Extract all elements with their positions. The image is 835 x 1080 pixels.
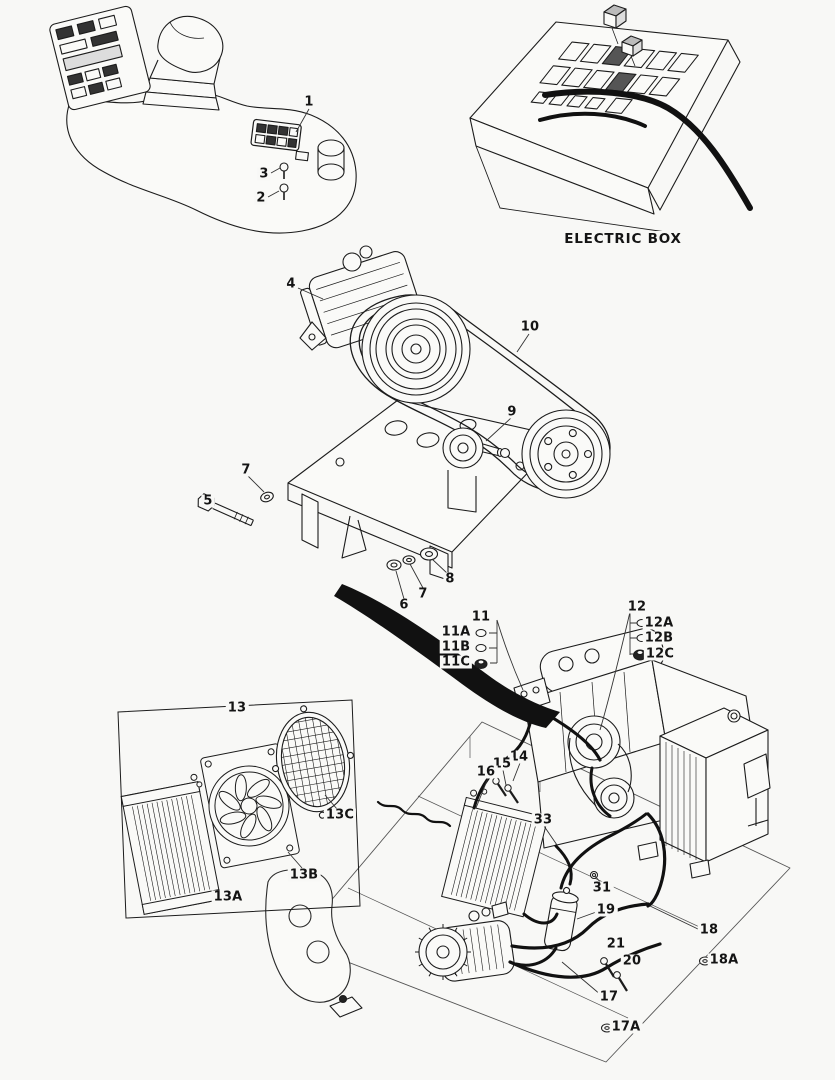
- idler-pulley-9: [442, 427, 511, 469]
- control-console: [49, 5, 357, 234]
- fan-shroud-13b: [200, 743, 300, 869]
- nut-6: [386, 559, 402, 571]
- clamp-part: [329, 994, 363, 1018]
- o-ring-17a-icon: [601, 1023, 613, 1033]
- grille-13c: [272, 705, 354, 819]
- compressor-bottom: [415, 901, 515, 982]
- grommet-11c-icon: [474, 659, 488, 669]
- fan-blades: [218, 774, 282, 839]
- engine-crank-pulley: [593, 777, 635, 819]
- clutch-gear: [415, 924, 471, 980]
- bolt-21-icon: [600, 957, 615, 978]
- relay-grid: [530, 41, 699, 114]
- o-ring-12a-icon: [636, 619, 648, 627]
- o-ring-12b-icon: [636, 634, 648, 642]
- bolt-20-icon: [613, 971, 628, 992]
- engine-assembly: [513, 627, 771, 879]
- electric-box-label: ELECTRIC BOX: [562, 231, 684, 247]
- connector-icon: [621, 35, 643, 67]
- screw-3: [279, 162, 289, 179]
- receiver-drier-19: [544, 886, 579, 952]
- washer-8: [419, 547, 439, 561]
- joystick: [142, 16, 224, 111]
- mount-bracket: [287, 399, 563, 581]
- o-ring-18a-icon: [699, 956, 711, 966]
- inset-box-13: [117, 699, 361, 919]
- wiring-harness: [538, 88, 753, 211]
- console-keypad: [49, 5, 151, 111]
- o-ring-11a-icon: [475, 629, 487, 637]
- switch-panel-1: [250, 118, 302, 152]
- bolt-15-icon: [504, 784, 519, 804]
- o-ring-11b-icon: [475, 644, 487, 652]
- bolt-14-icon: [492, 777, 507, 797]
- clutch-pulley: [361, 294, 471, 404]
- connector-icon: [603, 4, 627, 45]
- washer-7-upper: [260, 491, 274, 503]
- bolt-5: [197, 493, 254, 527]
- screw-2: [279, 183, 289, 200]
- deck-condenser: [441, 788, 549, 918]
- grommet-12c-icon: [633, 649, 647, 661]
- washer-7-lower: [402, 555, 416, 565]
- condenser-13a: [120, 773, 222, 915]
- crank-pulley: [521, 409, 611, 499]
- leader-lines: [247, 108, 701, 996]
- boom-bracket: [265, 869, 351, 1003]
- engine-compressor-12: [567, 715, 621, 769]
- oil-cooler: [659, 707, 771, 863]
- electric-box: [469, 4, 753, 233]
- hose-swoosh: [334, 584, 560, 728]
